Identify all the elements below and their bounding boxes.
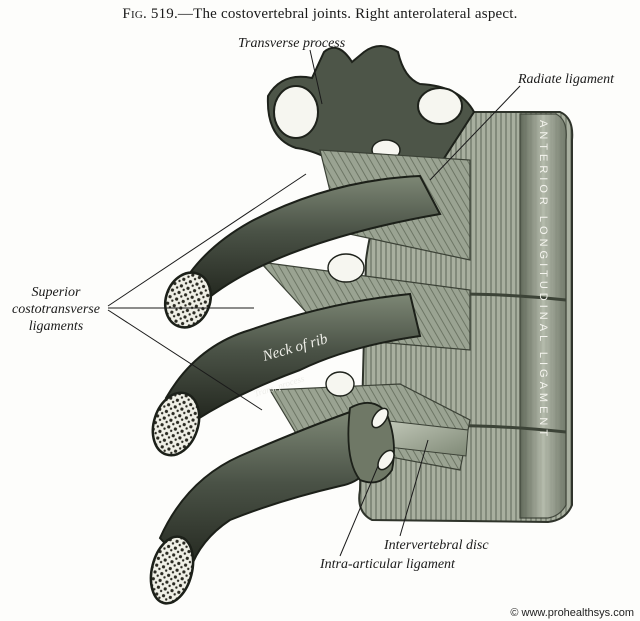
leader-transverse [309,49,323,105]
label-anterior-longitudinal-ligament: ANTERIOR LONGITUDINAL LIGAMENT [537,120,549,441]
leader-radiate [429,85,521,181]
leader-superior-1 [107,173,307,307]
leader-disc [399,439,429,537]
label-radiate-ligament: Radiate ligament [518,72,615,87]
figure-caption: —The costovertebral joints. Right antero… [177,6,518,22]
figure-title: Fig. 519.—The costovertebral joints. Rig… [0,6,640,23]
leader-lines [107,49,521,557]
figure-number: Fig. 519. [122,6,178,22]
label-superior-costotransverse: Superior costotransverse ligaments [12,285,100,334]
label-intervertebral-disc: Intervertebral disc [384,538,489,553]
intra-articular-openings [371,407,395,471]
leader-superior-3 [107,309,263,411]
label-transverse-process: Transverse process [238,36,346,51]
transverse-process-shape [266,45,476,182]
label-intra-articular-ligament: Intra-articular ligament [320,557,455,572]
credit-watermark: © www.prohealthsys.com [510,607,634,619]
leader-intra [339,465,379,557]
